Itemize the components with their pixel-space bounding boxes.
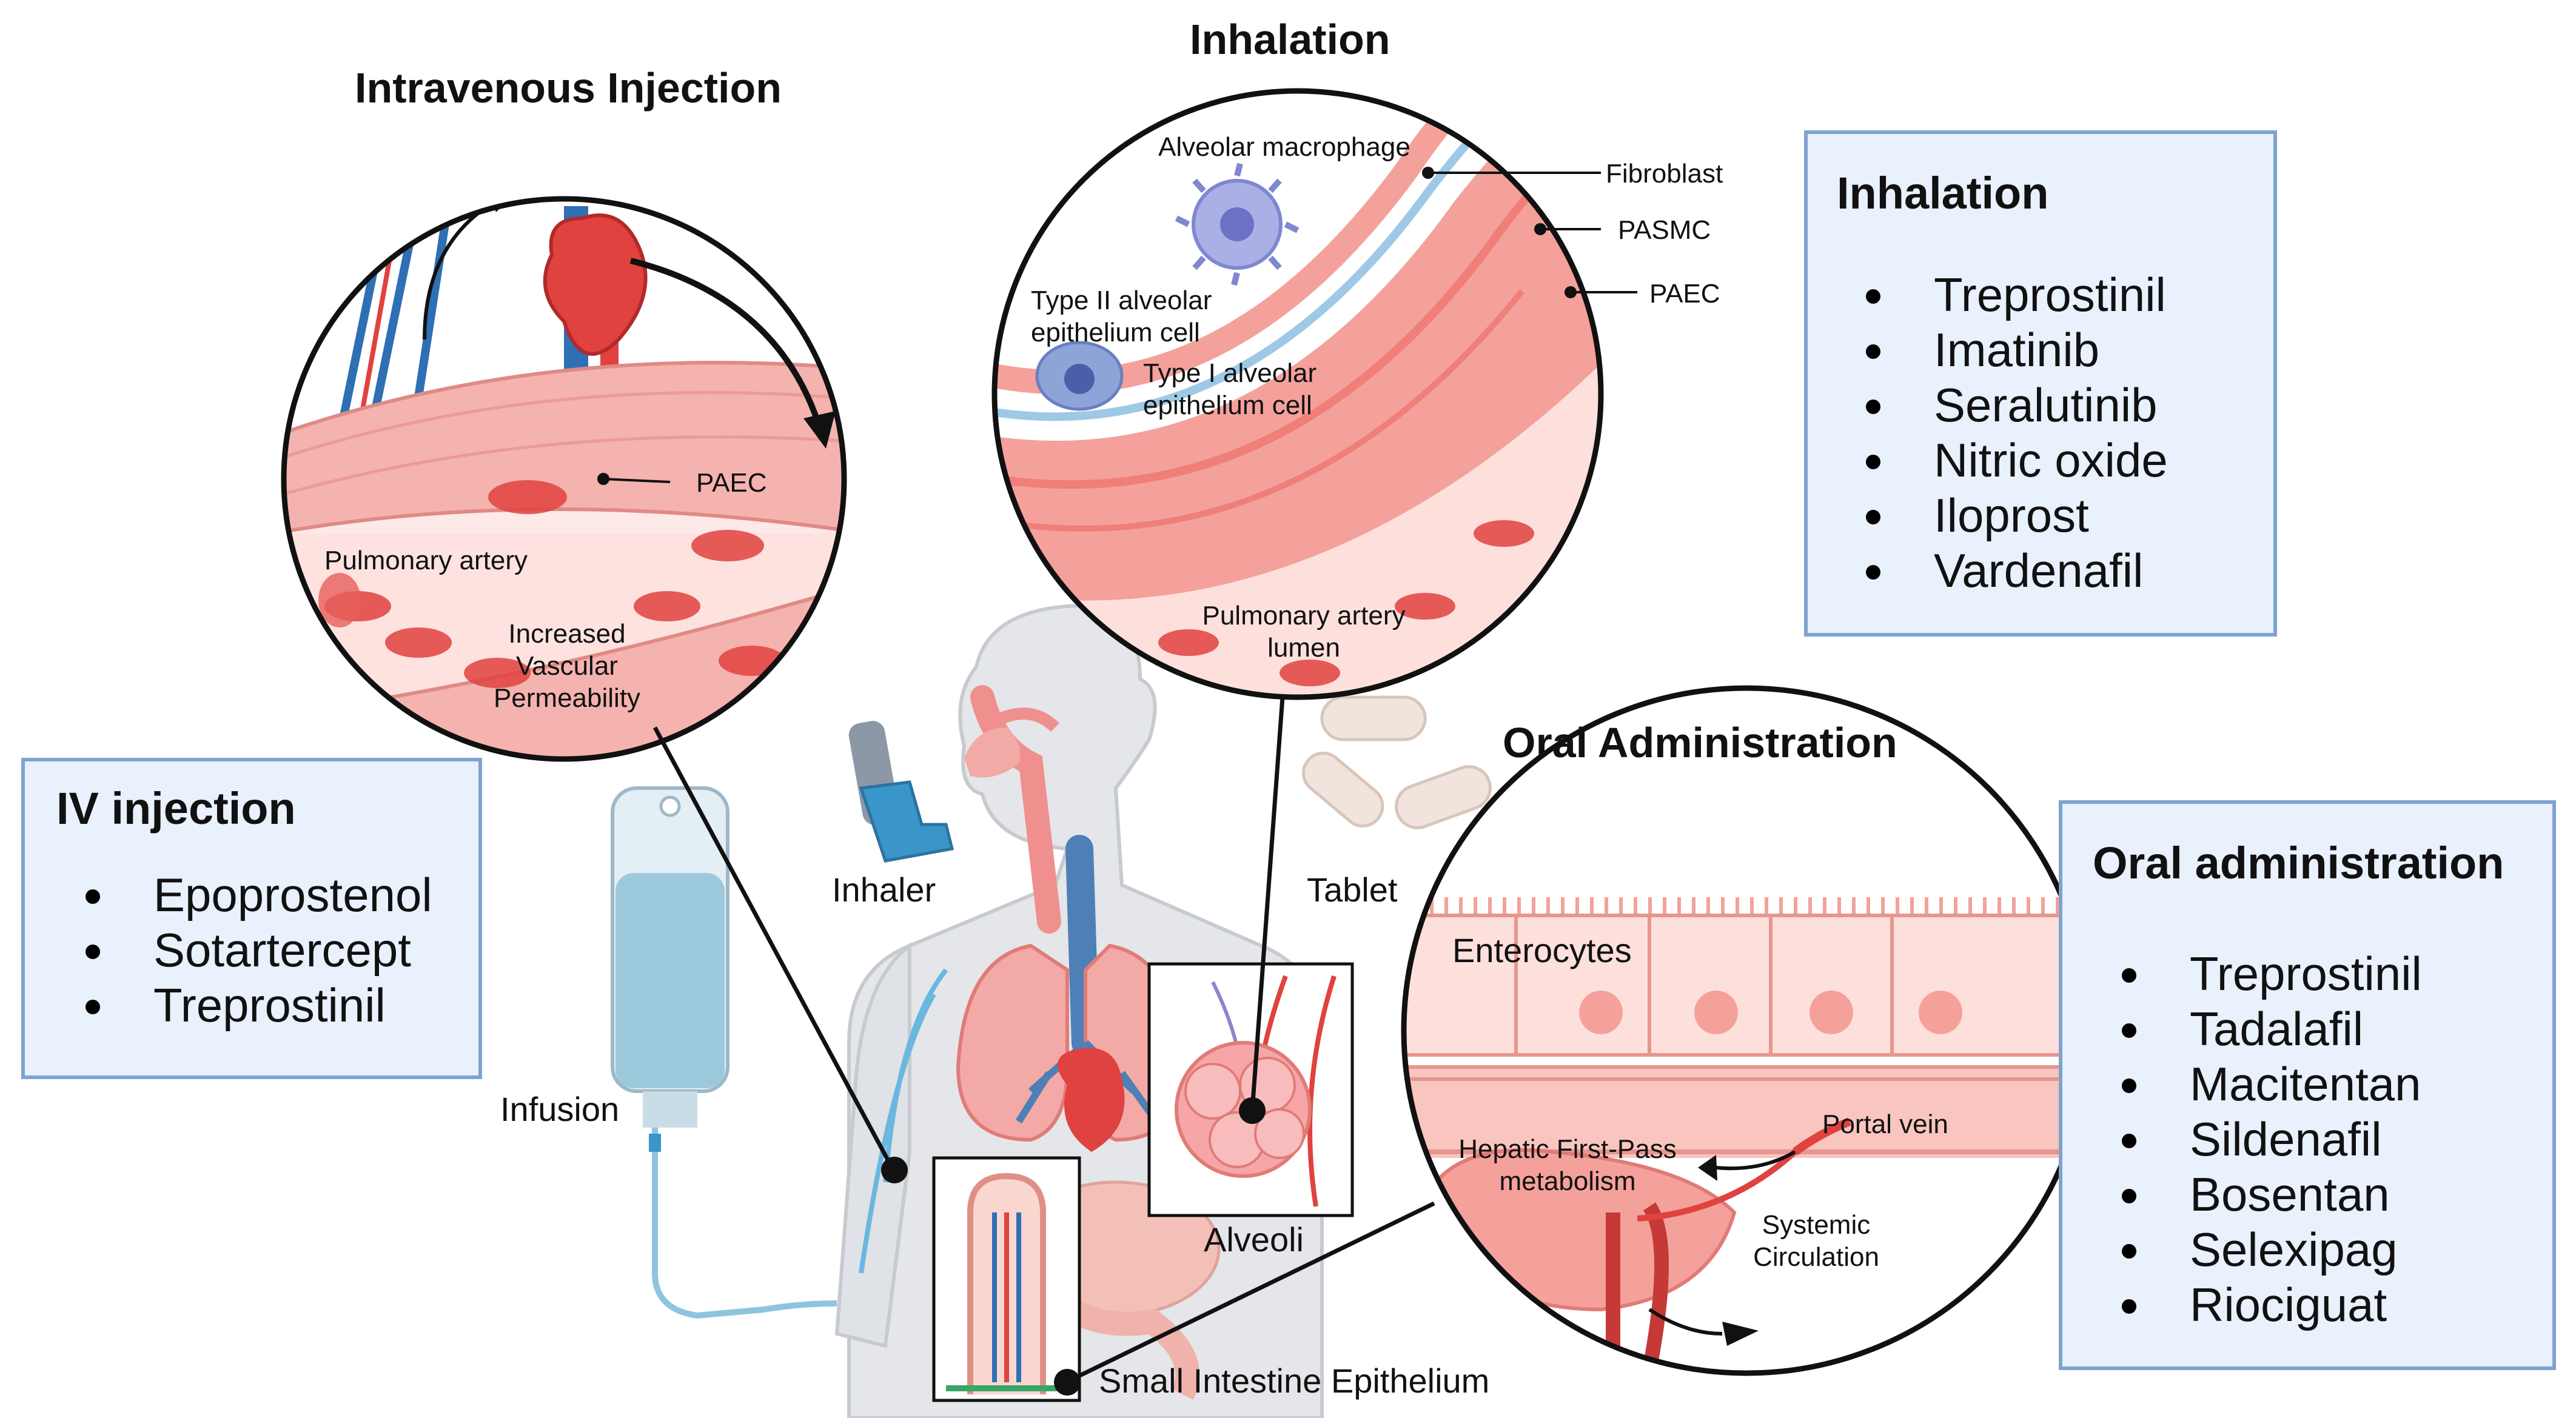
alveolar-macrophage-label: Alveolar macrophage	[1158, 132, 1410, 162]
iv-paec-label: PAEC	[696, 468, 767, 498]
inhaler-label: Inhaler	[832, 871, 936, 909]
list-item: Nitric oxide	[1837, 433, 2273, 488]
inhalation-title: Inhalation	[1190, 16, 1390, 63]
list-item: Vardenafil	[1837, 543, 2273, 598]
list-item: Sotartercept	[56, 923, 478, 978]
systemic-circulation-label: Systemic Circulation	[1753, 1210, 1879, 1272]
tablet-label: Tablet	[1307, 871, 1398, 909]
alveoli-inset	[1147, 962, 1354, 1217]
iv-drug-list: Epoprostenol Sotartercept Treprostinil	[56, 868, 478, 1033]
inhalation-drug-list: Treprostinil Imatinib Seralutinib Nitric…	[1837, 267, 2273, 598]
oral-title: Oral Administration	[1503, 719, 1897, 766]
list-item: Treprostinil	[2093, 946, 2552, 1002]
list-item: Selexipag	[2093, 1222, 2552, 1277]
list-item: Treprostinil	[1837, 267, 2273, 323]
small-intestine-inset	[932, 1156, 1081, 1402]
oral-box-heading: Oral administration	[2093, 838, 2504, 888]
list-item: Epoprostenol	[56, 868, 478, 923]
connector-lines	[652, 697, 1435, 1396]
enterocytes-label: Enterocytes	[1452, 931, 1632, 969]
hepatic-first-pass-label: Hepatic First-Pass metabolism	[1458, 1134, 1677, 1196]
list-item: Imatinib	[1837, 323, 2273, 378]
oral-circle	[1401, 685, 2092, 1376]
small-intestine-label: Small Intestine Epithelium	[1099, 1362, 1490, 1400]
iv-title: Intravenous Injection	[355, 64, 782, 112]
pulmonary-artery-lumen-label: Pulmonary artery lumen	[1202, 601, 1406, 663]
inhalation-box: Inhalation Treprostinil Imatinib Seralut…	[1804, 130, 2277, 637]
portal-vein-label: Portal vein	[1822, 1109, 1948, 1139]
list-item: Seralutinib	[1837, 378, 2273, 433]
list-item: Tadalafil	[2093, 1002, 2552, 1057]
fibroblast-label: Fibroblast	[1606, 159, 1723, 189]
pulmonary-artery-label: Pulmonary artery	[324, 546, 528, 575]
list-item: Riociguat	[2093, 1277, 2552, 1333]
list-item: Iloprost	[1837, 488, 2273, 543]
infusion-label: Infusion	[500, 1090, 620, 1128]
iv-injection-box: IV injection Epoprostenol Sotartercept T…	[21, 758, 482, 1079]
pasmc-label: PASMC	[1618, 215, 1711, 245]
type2-cell-label: Type II alveolar epithelium cell	[1031, 286, 1212, 347]
inhalation-paec-label: PAEC	[1649, 279, 1720, 309]
list-item: Bosentan	[2093, 1167, 2552, 1222]
vascular-permeability-label: Increased Vascular Permeability	[493, 619, 641, 713]
oral-administration-box: Oral administration Treprostinil Tadalaf…	[2059, 800, 2556, 1370]
iv-box-heading: IV injection	[56, 783, 296, 834]
type1-cell-label: Type I alveolar epithelium cell	[1143, 358, 1317, 420]
inhalation-box-heading: Inhalation	[1837, 168, 2049, 218]
list-item: Treprostinil	[56, 978, 478, 1033]
alveolar-macrophage-shape	[1175, 162, 1300, 286]
list-item: Sildenafil	[2093, 1112, 2552, 1167]
inhaler-illustration	[848, 721, 954, 863]
tablet-illustration	[1301, 695, 1492, 829]
iv-bag-illustration	[611, 786, 837, 1319]
oral-drug-list: Treprostinil Tadalafil Macitentan Silden…	[2093, 946, 2552, 1333]
list-item: Macitentan	[2093, 1057, 2552, 1112]
alveoli-label: Alveoli	[1204, 1220, 1304, 1259]
